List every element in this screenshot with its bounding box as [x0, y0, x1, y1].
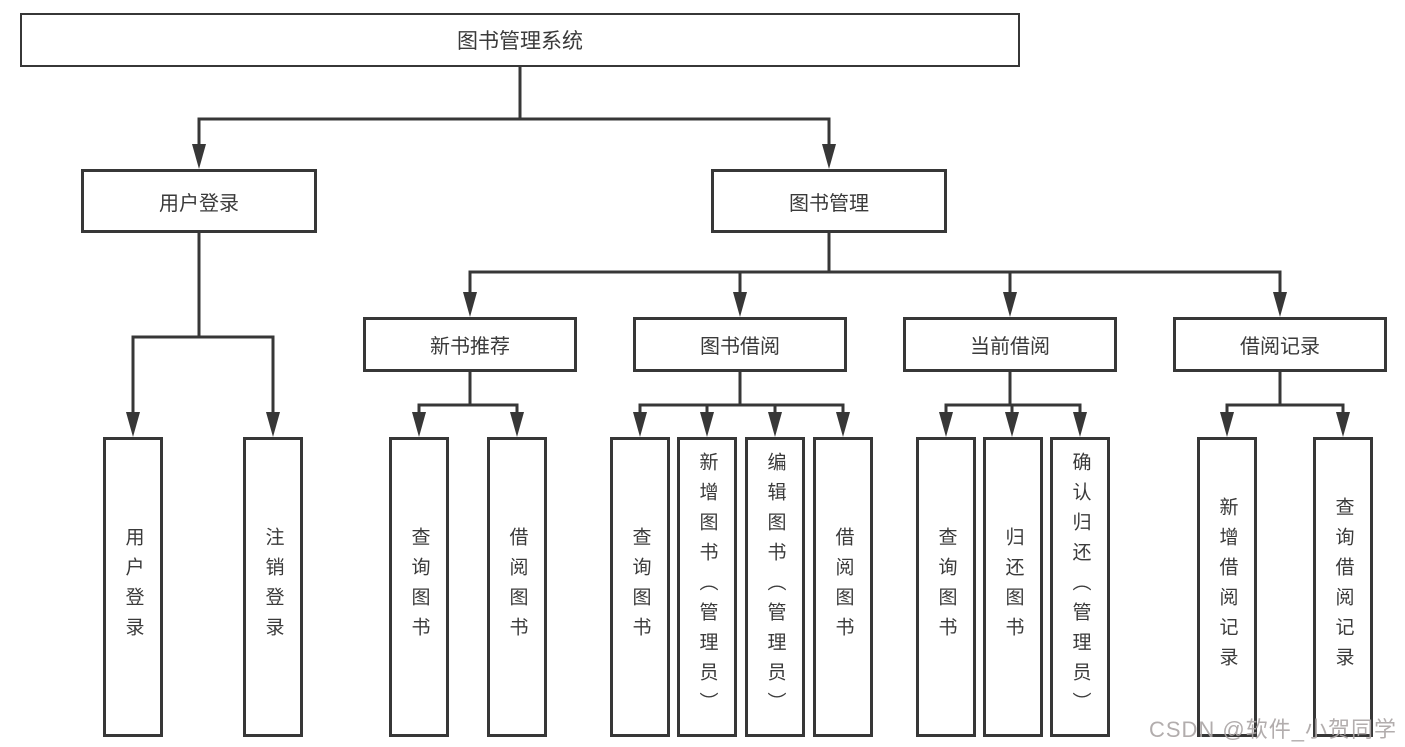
leaf-logout: 注销登录: [243, 437, 303, 737]
leaf-edit-books-admin: 编辑图书（管理员）: [745, 437, 805, 737]
leaf-borrow-books-borrowing: 借阅图书: [813, 437, 873, 737]
leaf-query-borrow-record: 查询借阅记录: [1313, 437, 1373, 737]
node-new-book-recommendation: 新书推荐: [363, 317, 577, 372]
leaf-borrow-books-recommendation: 借阅图书: [487, 437, 547, 737]
leaf-add-borrow-record: 新增借阅记录: [1197, 437, 1257, 737]
leaf-add-books-admin: 新增图书（管理员）: [677, 437, 737, 737]
leaf-query-books-current: 查询图书: [916, 437, 976, 737]
leaf-user-login: 用户登录: [103, 437, 163, 737]
leaf-confirm-return-admin: 确认归还（管理员）: [1050, 437, 1110, 737]
leaf-return-books: 归还图书: [983, 437, 1043, 737]
node-book-borrowing: 图书借阅: [633, 317, 847, 372]
node-library-management-system: 图书管理系统: [20, 13, 1020, 67]
leaf-query-books-recommendation: 查询图书: [389, 437, 449, 737]
node-book-management: 图书管理: [711, 169, 947, 233]
csdn-watermark: CSDN @软件_小贺同学: [1148, 717, 1397, 742]
node-borrowing-records: 借阅记录: [1173, 317, 1387, 372]
node-current-borrowing: 当前借阅: [903, 317, 1117, 372]
leaf-query-books-borrowing: 查询图书: [610, 437, 670, 737]
node-user-login: 用户登录: [81, 169, 317, 233]
